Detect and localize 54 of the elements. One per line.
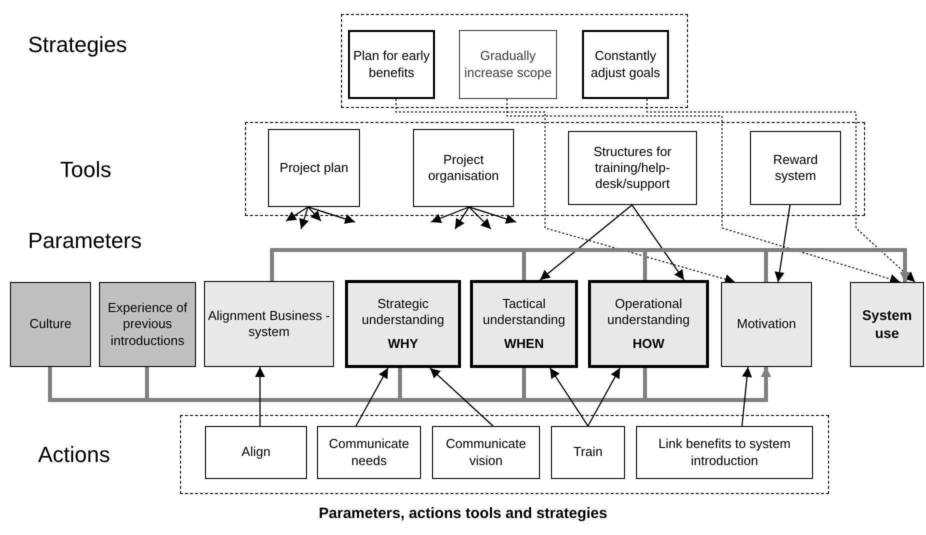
- process-box: [588, 280, 709, 368]
- process-box: Constantly adjust goals: [582, 30, 669, 99]
- row-heading: Tools: [60, 157, 112, 183]
- arrow: [587, 368, 621, 426]
- process-box: Plan for early benefits: [348, 30, 435, 99]
- row-heading: Parameters: [28, 228, 142, 254]
- box-keyword: WHEN: [504, 336, 544, 352]
- process-box: Reward system: [750, 131, 841, 205]
- process-box: Alignment Business - system: [204, 281, 334, 367]
- arrow: [286, 206, 308, 222]
- process-box: Project organisation: [413, 129, 514, 207]
- box-text: Tactical understanding: [482, 296, 566, 328]
- arrow: [468, 206, 516, 224]
- dashed-group-frame: [341, 14, 688, 108]
- row-heading: Strategies: [28, 32, 128, 58]
- arrow: [396, 98, 736, 284]
- arrow: [299, 206, 309, 230]
- arrow: [550, 368, 588, 426]
- process-box: Experience of previous introductions: [99, 282, 196, 367]
- arrow: [308, 206, 322, 222]
- arrow: [454, 206, 470, 230]
- arrow: [255, 367, 265, 426]
- arrow: [540, 204, 632, 280]
- process-box: Align: [205, 426, 307, 479]
- box-keyword: WHY: [388, 336, 418, 352]
- process-box: Train: [551, 426, 625, 479]
- arrow: [764, 248, 910, 282]
- arrow: [506, 98, 900, 284]
- process-box: System use: [850, 282, 924, 367]
- process-box: Motivation: [721, 282, 812, 367]
- process-box: Communicate needs: [317, 426, 421, 479]
- arrow: [308, 206, 356, 224]
- caption: Parameters, actions tools and strategies: [318, 505, 608, 522]
- process-box: Project plan: [268, 129, 360, 207]
- box-text: Strategic understanding: [360, 296, 446, 328]
- arrow: [774, 204, 791, 282]
- process-box: Communicate vision: [432, 426, 540, 479]
- arrow: [741, 366, 752, 426]
- arrow: [646, 98, 916, 282]
- process-box: Culture: [10, 282, 91, 367]
- dashed-group-frame: [245, 122, 865, 216]
- arrow: [632, 204, 684, 280]
- box-text: Operational understanding: [606, 296, 691, 328]
- row-heading: Actions: [38, 442, 110, 468]
- arrow: [430, 206, 470, 223]
- arrow: [468, 206, 492, 230]
- process-box: [345, 280, 461, 368]
- box-keyword: HOW: [632, 336, 664, 352]
- process-box: [470, 280, 578, 368]
- arrow: [355, 368, 389, 426]
- process-box: Gradually increase scope: [459, 30, 557, 99]
- process-box: Link benefits to system introduction: [636, 426, 813, 479]
- process-box: Structures for training/help-desk/support: [568, 131, 697, 205]
- dashed-group-frame: [180, 415, 829, 494]
